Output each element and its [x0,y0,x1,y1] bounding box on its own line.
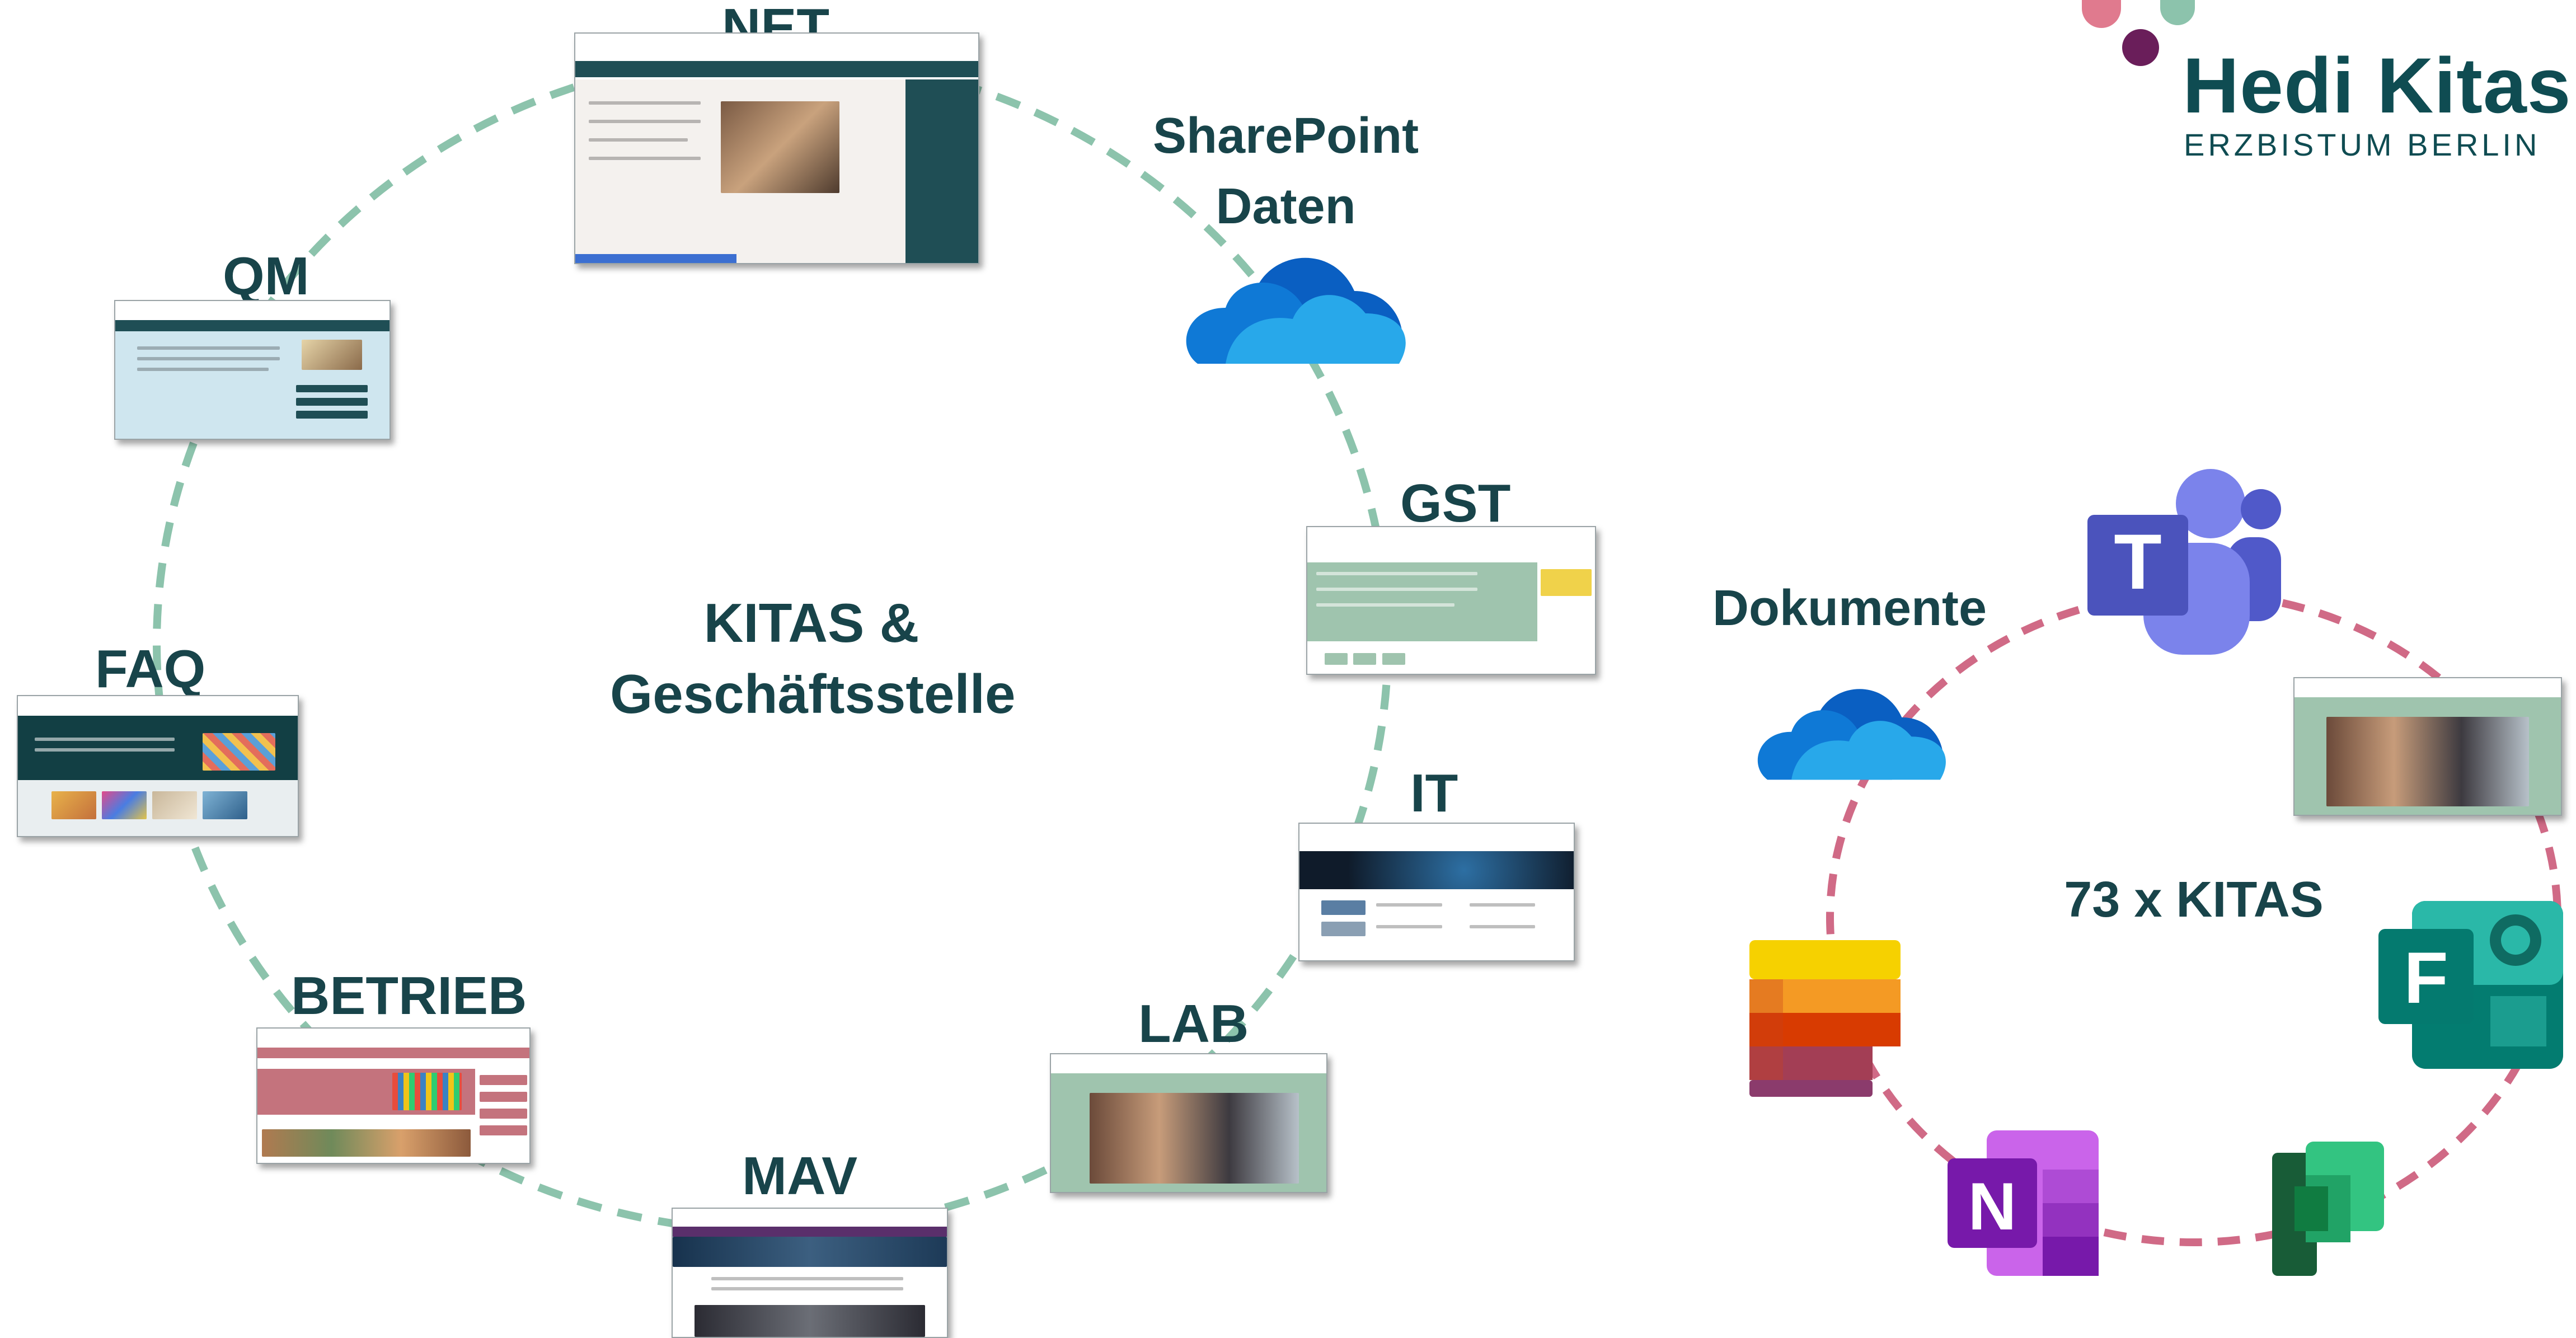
site-label-faq: FAQ [95,639,206,699]
svg-text:T: T [2114,518,2162,605]
dokumente-label: Dokumente [1712,580,1987,636]
logo-title: Hedi Kitas [2183,41,2572,129]
left-cycle-center: KITAS & Geschäftsstelle [610,588,1016,730]
sharepoint-label-line1: SharePoint [1153,108,1419,164]
planner-icon [2272,1142,2384,1276]
svg-text:N: N [1968,1169,2017,1244]
lists-icon [1749,940,1901,1097]
site-screenshot-kita [2293,677,2562,816]
site-screenshot-net [574,32,979,264]
center-line-1: KITAS & [703,592,919,654]
site-label-qm: QM [223,246,309,306]
site-label-mav: MAV [742,1146,858,1206]
site-screenshot-mav [672,1208,948,1338]
forms-icon: F [2378,901,2563,1069]
site-screenshot-betrieb [256,1027,531,1164]
right-cycle-center: 73 x KITAS [2064,872,2324,928]
site-screenshot-faq [17,695,299,837]
site-label-betrieb: BETRIEB [291,966,527,1026]
site-screenshot-qm [114,300,391,440]
site-screenshot-gst [1306,526,1596,675]
logo-dot-purple [2122,29,2159,66]
onenote-icon: N [1948,1130,2099,1276]
center-line-2: Geschäftsstelle [610,663,1016,725]
svg-text:F: F [2404,937,2448,1018]
site-screenshot-it [1298,823,1575,961]
onedrive-cloud-icon [1186,257,1406,364]
site-label-lab: LAB [1138,994,1249,1054]
site-label-gst: GST [1400,473,1511,533]
sharepoint-label: SharePoint Daten [1153,101,1419,242]
teams-icon: T [2087,469,2281,655]
onedrive-cloud-icon [1757,689,1946,780]
logo-subtitle: ERZBISTUM BERLIN [2184,127,2541,162]
site-label-it: IT [1410,763,1458,823]
site-screenshot-lab [1050,1053,1327,1193]
sharepoint-label-line2: Daten [1216,179,1356,234]
